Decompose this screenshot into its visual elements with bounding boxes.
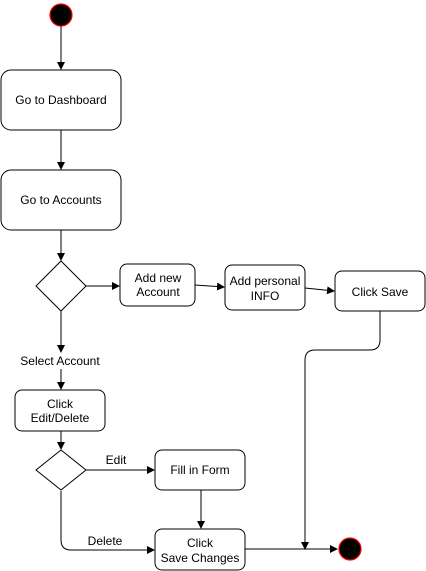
node-click-edit-delete: Click Edit/Delete [14, 389, 106, 432]
node-label-line-2: INFO [251, 289, 280, 303]
node-go-to-accounts: Go to Accounts [0, 169, 122, 231]
node-label-line-2: Edit/Delete [31, 411, 90, 425]
node-label-line-2: Account [136, 285, 180, 299]
node-label: Go to Accounts [20, 193, 101, 207]
decision-node-bottom [35, 449, 87, 491]
edge-label-select-account: Select Account [20, 354, 100, 368]
node-add-new-account: Add new Account [119, 263, 196, 307]
start-node [49, 3, 73, 27]
edge-label-delete: Delete [88, 534, 123, 548]
node-label: Fill in Form [170, 463, 229, 477]
decision-node-top [35, 260, 87, 312]
node-click-save: Click Save [334, 270, 426, 312]
node-label-line-1: Add personal [230, 274, 301, 288]
node-add-personal-info: Add personal INFO [224, 264, 306, 311]
edge-add-account-to-info [194, 282, 225, 291]
node-label-line-1: Add new [135, 271, 182, 285]
edge-save-to-end [301, 311, 381, 550]
node-label-line-1: Click [47, 397, 74, 411]
node-label: Go to Dashboard [15, 93, 106, 107]
end-node [338, 537, 362, 561]
node-label-line-1: Click [187, 536, 214, 550]
edge-label-edit: Edit [106, 453, 127, 467]
node-click-save-changes: Click Save Changes [154, 528, 246, 571]
node-go-to-dashboard: Go to Dashboard [0, 69, 122, 131]
edge-info-to-save [304, 286, 335, 295]
node-fill-in-form: Fill in Form [154, 449, 246, 491]
node-label-line-2: Save Changes [161, 551, 240, 565]
node-label: Click Save [352, 285, 409, 299]
edge-delete-to-save-changes [60, 491, 155, 554]
